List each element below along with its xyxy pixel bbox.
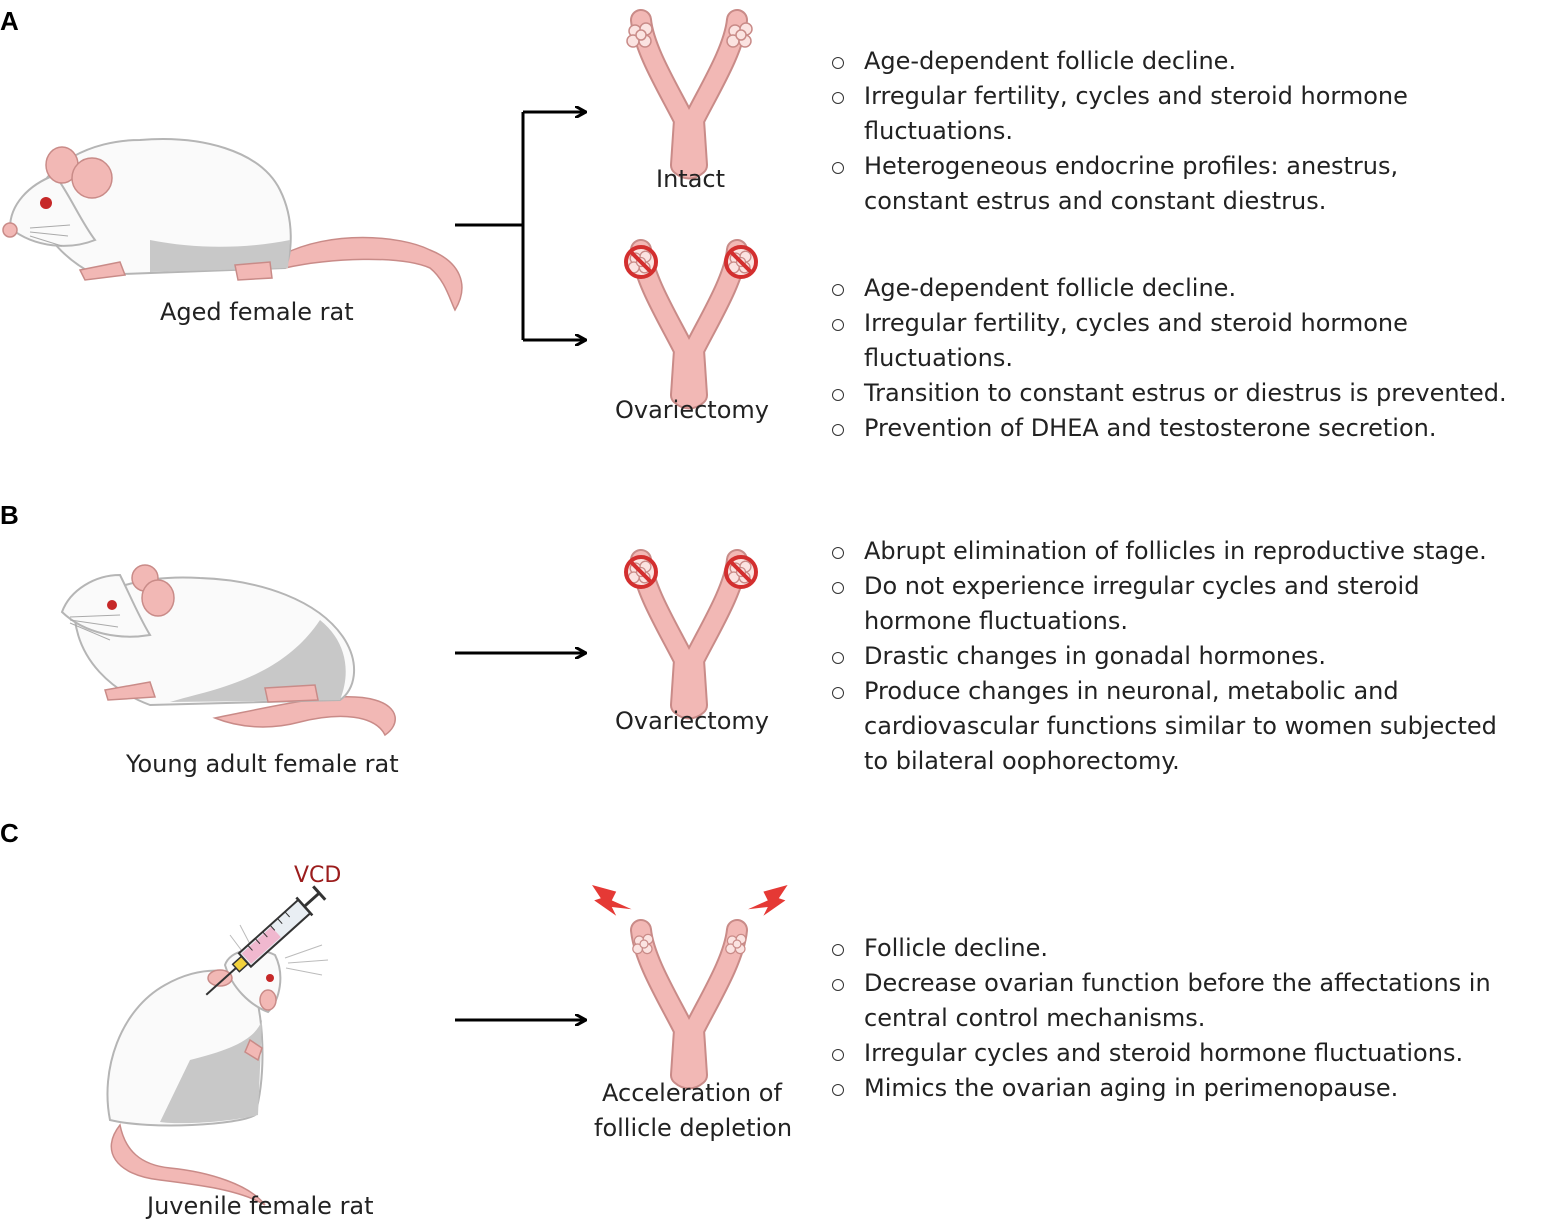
- panel-letter-c: C: [0, 818, 19, 848]
- depletion-label-line2: follicle depletion: [594, 1114, 793, 1142]
- ovariectomy-tract-icon-b: [626, 557, 756, 709]
- panel-letter-a: A: [0, 6, 19, 36]
- list-item: Abrupt elimination of follicles in repro…: [832, 534, 1522, 569]
- list-item: Do not experience irregular cycles and s…: [832, 569, 1522, 639]
- juvenile-rat-illustration: [106, 885, 329, 1206]
- ovariectomy-tract-icon-a: [626, 247, 756, 399]
- panel-a-branch-arrows: [455, 112, 585, 340]
- rat-caption-c: Juvenile female rat: [147, 1192, 374, 1220]
- intact-bullet-list: Age-dependent follicle decline. Irregula…: [832, 44, 1532, 219]
- ovariectomy-a-bullet-list: Age-dependent follicle decline. Irregula…: [832, 271, 1542, 446]
- list-item: Transition to constant estrus or diestru…: [832, 376, 1542, 411]
- panel-c-bullet-list: Follicle decline. Decrease ovarian funct…: [832, 931, 1492, 1106]
- intact-tract-icon: [626, 20, 753, 169]
- list-item: Prevention of DHEA and testosterone secr…: [832, 411, 1542, 446]
- list-item: Heterogeneous endocrine profiles: anestr…: [832, 149, 1504, 219]
- list-item: Follicle decline.: [832, 931, 1492, 966]
- aged-rat-illustration: [2, 138, 463, 312]
- list-item: Mimics the ovarian aging in perimenopaus…: [832, 1071, 1492, 1106]
- depletion-tract-icon: [633, 930, 746, 1079]
- depletion-label-line1: Acceleration of: [602, 1079, 782, 1107]
- lightning-icon-right: [748, 885, 788, 916]
- rat-caption-a: Aged female rat: [160, 298, 354, 326]
- list-item: Irregular fertility, cycles and steroid …: [832, 306, 1542, 376]
- young-rat-illustration: [60, 564, 396, 737]
- list-item: Produce changes in neuronal, metabolic a…: [832, 674, 1522, 779]
- ovariectomy-label-b: Ovariectomy: [615, 707, 769, 735]
- list-item: Irregular fertility, cycles and steroid …: [832, 79, 1532, 149]
- list-item: Decrease ovarian function before the aff…: [832, 966, 1492, 1036]
- intact-label: Intact: [656, 165, 726, 193]
- rat-caption-b: Young adult female rat: [126, 750, 399, 778]
- list-item: Irregular cycles and steroid hormone flu…: [832, 1036, 1492, 1071]
- lightning-icon-left: [592, 885, 632, 916]
- list-item: Age-dependent follicle decline.: [832, 271, 1542, 306]
- ovariectomy-label-a: Ovariectomy: [615, 396, 769, 424]
- panel-b-bullet-list: Abrupt elimination of follicles in repro…: [832, 534, 1522, 779]
- vcd-label: VCD: [294, 863, 341, 888]
- list-item: Drastic changes in gonadal hormones.: [832, 639, 1522, 674]
- panel-letter-b: B: [0, 500, 19, 530]
- list-item: Age-dependent follicle decline.: [832, 44, 1532, 79]
